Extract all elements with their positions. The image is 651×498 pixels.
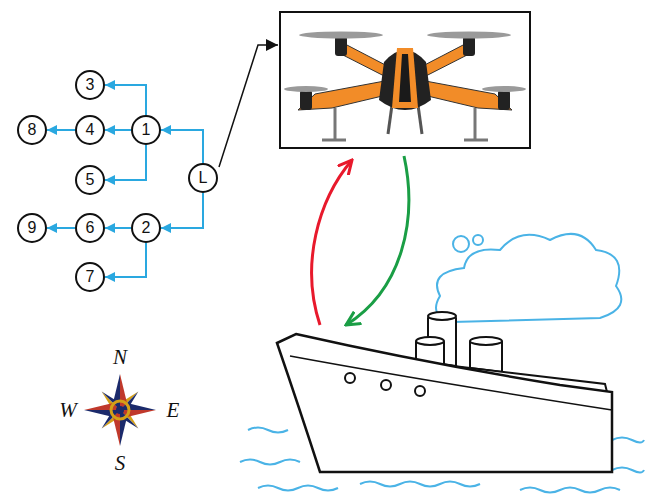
- circle-node: 9: [17, 213, 47, 243]
- compass-point: [84, 403, 120, 417]
- ship-porthole: [415, 386, 425, 396]
- ship-funnel-top: [416, 337, 444, 345]
- tree-connector: [105, 145, 146, 180]
- node-number: 7: [86, 269, 95, 285]
- wave: [612, 438, 644, 443]
- wave: [612, 468, 644, 473]
- circle-node: 4: [75, 115, 105, 145]
- tree-connector: [47, 227, 75, 229]
- tree-connector: [105, 85, 146, 115]
- circle-node: 8: [17, 115, 47, 145]
- circle-node: 5: [75, 165, 105, 195]
- tree-connector: [161, 193, 203, 228]
- node-number: 5: [86, 172, 95, 188]
- leader-line: [219, 45, 278, 167]
- drone-picture: [284, 32, 526, 141]
- compass-letter: S: [115, 453, 126, 474]
- cloud-puff: [453, 236, 469, 252]
- ship-porthole: [381, 380, 391, 390]
- drone-canopy: [399, 54, 411, 102]
- drone-leg: [322, 139, 346, 142]
- drone-rotor: [299, 32, 383, 39]
- drone-leg: [388, 105, 392, 134]
- drone-body: [379, 50, 431, 110]
- compass-rose: [84, 374, 156, 446]
- circle-node: 3: [75, 70, 105, 100]
- wave: [240, 460, 300, 465]
- tree-connector: [47, 129, 75, 131]
- cloud-outline: [436, 234, 621, 322]
- downlink-arrow: [346, 156, 409, 325]
- wave: [360, 482, 480, 487]
- node-number: L: [199, 170, 208, 186]
- cloud: [436, 234, 621, 322]
- ship-rail: [290, 356, 612, 410]
- drone-motor: [335, 36, 347, 56]
- drone-frame: [280, 12, 530, 148]
- drone-rotor: [482, 86, 526, 92]
- circle-node: 1: [131, 115, 161, 145]
- circle-node: 6: [75, 213, 105, 243]
- node-number: 4: [86, 122, 95, 138]
- ship-funnel: [470, 338, 502, 372]
- node-number: 6: [86, 220, 95, 236]
- node-number: 1: [142, 122, 151, 138]
- drone-motor: [463, 36, 475, 56]
- circle-node: L: [188, 163, 218, 193]
- cloud-puff: [473, 235, 483, 245]
- node-number: 9: [28, 220, 37, 236]
- wave: [258, 486, 338, 491]
- ship-hull: [277, 334, 612, 472]
- circle-node: 2: [131, 213, 161, 243]
- drone-motor: [300, 90, 312, 110]
- drone-leg: [464, 139, 488, 142]
- drone-rotor: [284, 86, 328, 92]
- compass-point: [120, 403, 156, 417]
- wave: [248, 428, 288, 433]
- drone-leg: [334, 108, 337, 140]
- compass-center: [116, 406, 124, 414]
- circle-node: 7: [75, 262, 105, 292]
- node-number: 2: [142, 220, 151, 236]
- drone-stripe: [392, 48, 418, 108]
- node-number: 3: [86, 77, 95, 93]
- uplink-arrow: [312, 160, 352, 325]
- drone-leg: [418, 105, 422, 134]
- tree-connector: [105, 243, 146, 277]
- tree-connector: [105, 129, 131, 131]
- tree-connector: [161, 130, 203, 163]
- ship: [277, 312, 612, 472]
- compass-letter: W: [59, 400, 77, 421]
- node-number: 8: [28, 122, 37, 138]
- compass-letter: N: [113, 347, 127, 368]
- drone-motor: [498, 90, 510, 110]
- wave: [520, 488, 620, 493]
- compass-ring: [111, 401, 129, 419]
- ship-funnel-top: [428, 312, 456, 320]
- compass-point: [113, 374, 127, 410]
- tree-connector: [105, 227, 131, 229]
- compass-letter: E: [167, 400, 180, 421]
- drone-rotor: [427, 32, 511, 39]
- compass-point: [113, 410, 127, 446]
- ship-funnel-top: [470, 337, 502, 345]
- ship-porthole: [345, 373, 355, 383]
- drone-leg: [474, 108, 477, 140]
